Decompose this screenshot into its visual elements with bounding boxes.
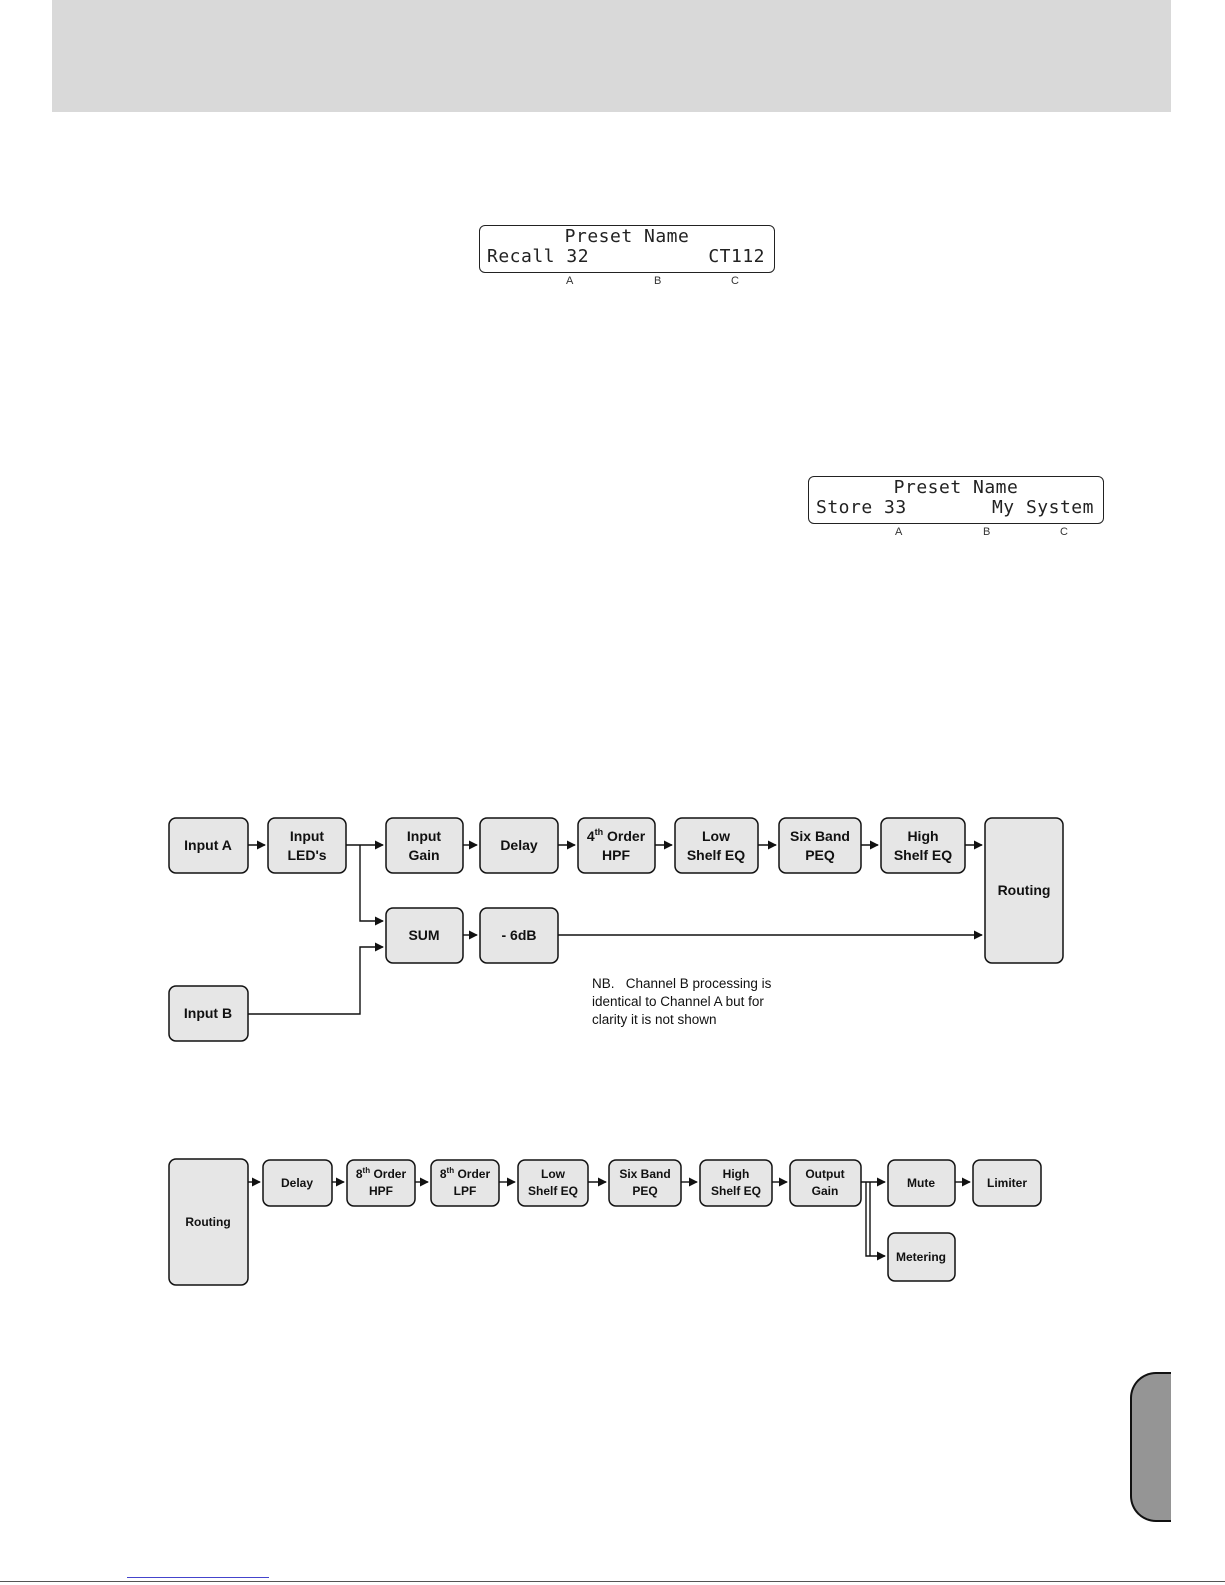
block-high-shelf — [880, 817, 966, 874]
block-out-metering — [887, 1232, 956, 1282]
header-band — [52, 0, 1171, 112]
label-input-leds-2: LED's — [287, 847, 326, 863]
label-minus-6db: - 6dB — [502, 927, 537, 943]
block-input-gain — [385, 817, 464, 874]
block-out-output-gain — [789, 1159, 862, 1207]
page-margin — [1171, 1365, 1225, 1530]
label-sum: SUM — [408, 927, 439, 943]
lcd-label-a: A — [566, 275, 574, 287]
label-out-low-shelf-1: Low — [541, 1167, 566, 1181]
block-out-mute — [887, 1159, 956, 1207]
block-six-band-peq — [778, 817, 862, 874]
block-out-routing — [168, 1158, 249, 1286]
block-out-limiter — [972, 1159, 1042, 1207]
label-six-band-1: Six Band — [790, 828, 850, 844]
label-out-hpf-1: 8th Order — [356, 1166, 407, 1181]
lcd-line1: Preset Name — [564, 226, 690, 247]
footer-rule — [0, 1581, 1225, 1582]
block-out-delay — [262, 1159, 333, 1207]
label-high-shelf-2: Shelf EQ — [894, 847, 952, 863]
label-out-lpf-2: LPF — [454, 1184, 477, 1198]
block-input-b — [168, 985, 249, 1042]
lcd-line2-right: My System — [991, 497, 1094, 518]
block-out-six-band — [608, 1159, 682, 1207]
block-input-a — [168, 817, 249, 874]
lcd-label-c: C — [731, 275, 739, 287]
label-six-band-2: PEQ — [805, 847, 835, 863]
lcd-line1: Preset Name — [893, 477, 1019, 498]
lcd-display-store: Preset Name Store 33 My System — [808, 476, 1104, 524]
block-out-hpf-8th — [346, 1159, 416, 1207]
label-out-metering: Metering — [896, 1250, 946, 1264]
lcd-display-recall: Preset Name Recall 32 CT112 — [479, 225, 775, 273]
label-out-high-shelf-2: Shelf EQ — [711, 1184, 761, 1198]
label-out-low-shelf-2: Shelf EQ — [528, 1184, 578, 1198]
label-high-shelf-1: High — [907, 828, 938, 844]
label-input-b: Input B — [184, 1005, 232, 1021]
label-input-gain-1: Input — [407, 828, 442, 844]
label-input-gain-2: Gain — [408, 847, 439, 863]
label-out-output-gain-2: Gain — [812, 1184, 839, 1198]
label-out-mute: Mute — [907, 1176, 935, 1190]
block-low-shelf — [674, 817, 759, 874]
label-delay: Delay — [500, 837, 538, 853]
label-low-shelf-2: Shelf EQ — [687, 847, 745, 863]
label-routing: Routing — [998, 882, 1051, 898]
block-input-leds — [267, 817, 347, 874]
label-out-routing: Routing — [185, 1215, 230, 1229]
label-hpf-4th-2: HPF — [602, 847, 630, 863]
lcd-label-c: C — [1060, 526, 1068, 538]
note-line-1: NB. Channel B processing is — [592, 976, 772, 991]
block-sum — [385, 907, 464, 964]
label-out-hpf-2: HPF — [369, 1184, 393, 1198]
block-out-lpf-8th — [430, 1159, 500, 1207]
lcd-line2-left: Recall 32 — [487, 246, 590, 267]
note-line-3: clarity it is not shown — [592, 1012, 717, 1027]
lcd-line2-right: CT112 — [708, 246, 765, 267]
label-out-output-gain-1: Output — [805, 1167, 844, 1181]
block-minus-6db — [479, 907, 559, 964]
label-out-lpf-1: 8th Order — [440, 1166, 491, 1181]
block-out-high-shelf — [699, 1159, 773, 1207]
block-routing — [984, 817, 1064, 964]
lcd-label-b: B — [654, 275, 662, 287]
block-hpf-4th — [577, 817, 656, 874]
label-out-six-band-2: PEQ — [632, 1184, 657, 1198]
footer-link-underline — [127, 1577, 269, 1578]
label-out-limiter: Limiter — [987, 1176, 1027, 1190]
block-delay — [479, 817, 559, 874]
label-out-high-shelf-1: High — [723, 1167, 750, 1181]
label-hpf-4th-1: 4th Order — [587, 827, 646, 844]
note-line-2: identical to Channel A but for — [592, 994, 764, 1009]
label-out-delay: Delay — [281, 1176, 313, 1190]
lcd-line2-left: Store 33 — [816, 497, 907, 518]
lcd-label-b: B — [983, 526, 991, 538]
label-input-a: Input A — [184, 837, 232, 853]
label-input-leds-1: Input — [290, 828, 325, 844]
block-out-low-shelf — [517, 1159, 589, 1207]
label-low-shelf-1: Low — [702, 828, 730, 844]
lcd-label-a: A — [895, 526, 903, 538]
label-out-six-band-1: Six Band — [619, 1167, 670, 1181]
